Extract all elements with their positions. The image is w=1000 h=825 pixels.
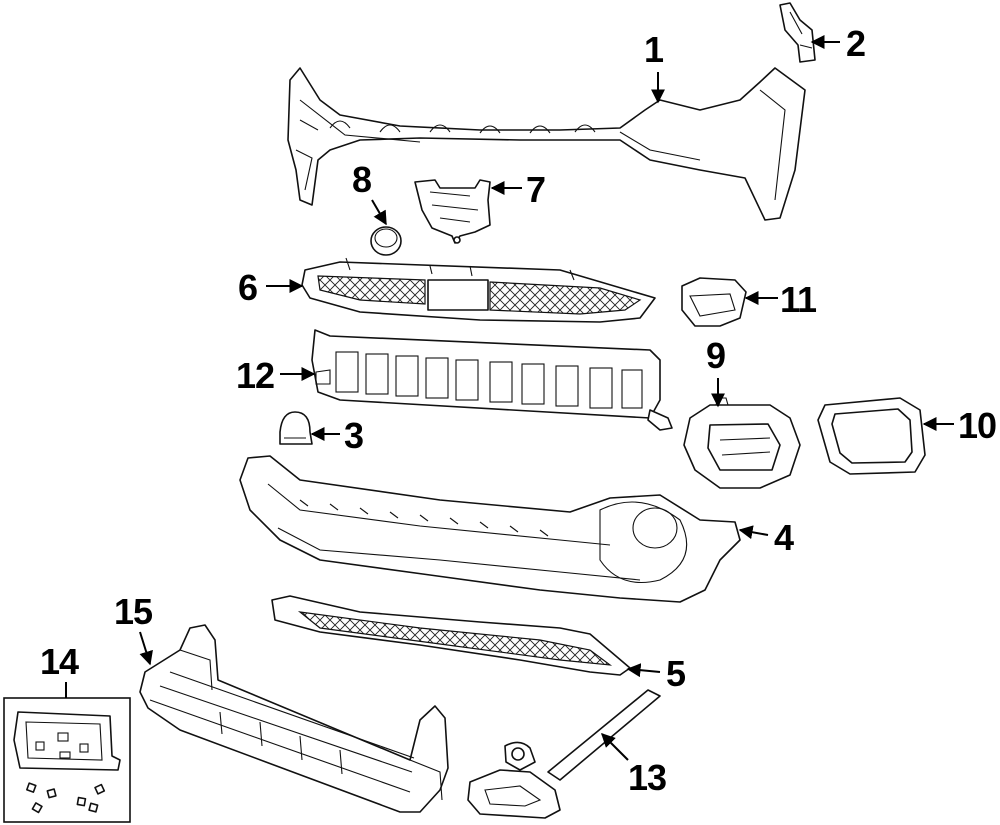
callout-3: 3 [344,415,363,456]
part-12-grille-reinforcement [311,329,673,431]
part-14-license-bracket [3,697,131,823]
part-1-bumper-cover [287,67,806,221]
callout-labels: 1 2 3 4 5 6 7 8 9 10 11 12 13 14 15 [40,23,997,798]
callout-11: 11 [780,279,817,320]
part-7-sensor-bracket [414,179,491,244]
callout-8: 8 [352,159,371,200]
part-13-tow-hook [467,689,661,819]
callout-2: 2 [846,23,865,64]
part-3-clip [279,411,313,445]
part-2-bracket [779,2,816,63]
part-11-bezel [681,277,747,327]
callout-14: 14 [40,641,79,682]
callout-15: 15 [114,591,153,632]
callout-12: 12 [236,355,274,396]
callout-6: 6 [238,267,257,308]
callout-1: 1 [644,29,664,70]
callout-9: 9 [706,335,725,376]
leader-lines [65,35,954,761]
callout-10: 10 [958,405,996,446]
part-10-trim-ring [817,397,926,475]
part-15-bumper-beam [139,624,449,813]
callout-5: 5 [666,653,686,694]
callout-7: 7 [526,169,545,210]
callout-13: 13 [628,757,666,798]
callout-4: 4 [774,517,794,558]
part-6-upper-grille [301,257,656,323]
part-9-fog-lamp-bezel [683,397,801,489]
part-4-lower-fascia [239,455,741,603]
part-8-park-sensor [370,226,402,256]
part-5-lower-grille [271,595,631,676]
